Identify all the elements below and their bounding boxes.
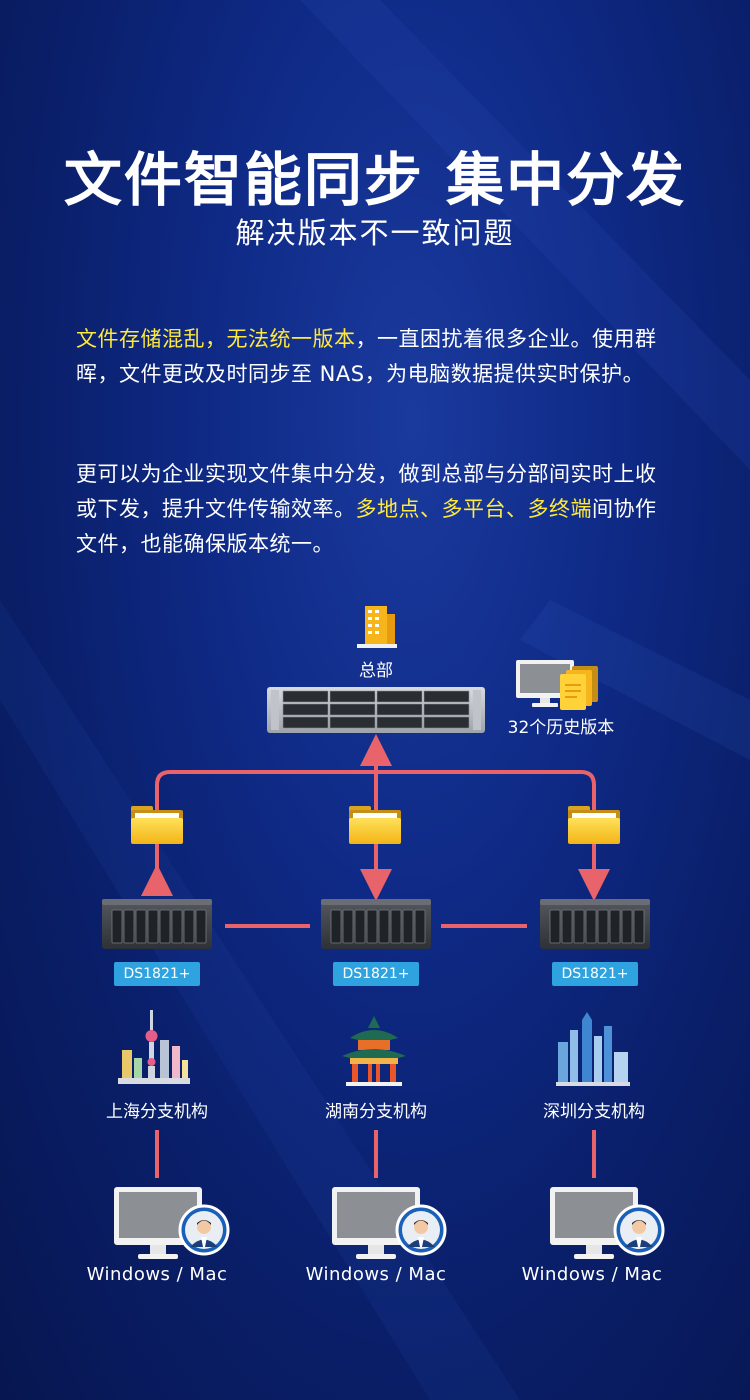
highlight-text: 文件存储混乱 <box>76 327 205 351</box>
hq-building-icon <box>357 606 397 648</box>
nas-device-icon <box>320 898 432 950</box>
user-avatar-icon <box>613 1204 665 1256</box>
client-os-label: Windows / Mac <box>521 1264 663 1285</box>
branch-name: 湖南分支机构 <box>325 1102 427 1122</box>
nas-model-badge: DS1821+ <box>552 962 638 986</box>
hunan-pavilion-icon <box>342 1016 406 1086</box>
highlight-text: 多地点、多平台、多终端 <box>355 497 592 521</box>
version-history-icon <box>516 660 598 710</box>
client-os-label: Windows / Mac <box>305 1264 447 1285</box>
branch-name: 上海分支机构 <box>106 1102 208 1122</box>
paragraph-text: 更可以为企业实现文件集中分发，做到总部与分部间实时上收或下发，提升文件传输效率。 <box>76 462 657 521</box>
shenzhen-skyline-icon <box>556 1012 630 1086</box>
folder-icon <box>568 806 620 844</box>
shanghai-skyline-icon <box>118 1010 190 1084</box>
nas-model-badge: DS1821+ <box>333 962 419 986</box>
hq-rack-nas-icon <box>267 687 485 733</box>
user-avatar-icon <box>395 1204 447 1256</box>
page-title: 文件智能同步 集中分发 <box>63 146 687 214</box>
intro-paragraph: 文件存储混乱，无法统一版本，一直困扰着很多企业。使用群晖，文件更改及时同步至 N… <box>76 322 674 392</box>
highlight-separator: ， <box>205 327 227 351</box>
hq-label: 总部 <box>359 661 393 681</box>
nas-model-badge: DS1821+ <box>114 962 200 986</box>
versions-label: 32个历史版本 <box>507 718 615 738</box>
paragraph-text: ，一直困扰着很多企业。使用群晖，文件更改及时同步至 NAS，为电脑数据提供实时保… <box>76 327 657 386</box>
nas-device-icon <box>539 898 651 950</box>
nas-device-icon <box>101 898 213 950</box>
sync-connectors <box>141 734 610 1178</box>
folder-icon <box>131 806 183 844</box>
client-os-label: Windows / Mac <box>86 1264 228 1285</box>
branch-name: 深圳分支机构 <box>543 1102 645 1122</box>
highlight-text: 无法统一版本 <box>226 327 356 351</box>
feature-paragraph: 更可以为企业实现文件集中分发，做到总部与分部间实时上收或下发，提升文件传输效率。… <box>76 457 674 562</box>
page-subtitle: 解决版本不一致问题 <box>235 216 515 250</box>
user-avatar-icon <box>178 1204 230 1256</box>
paragraph-text: 间协作文件，也能确保版本统一。 <box>76 497 657 556</box>
folder-icon <box>349 806 401 844</box>
